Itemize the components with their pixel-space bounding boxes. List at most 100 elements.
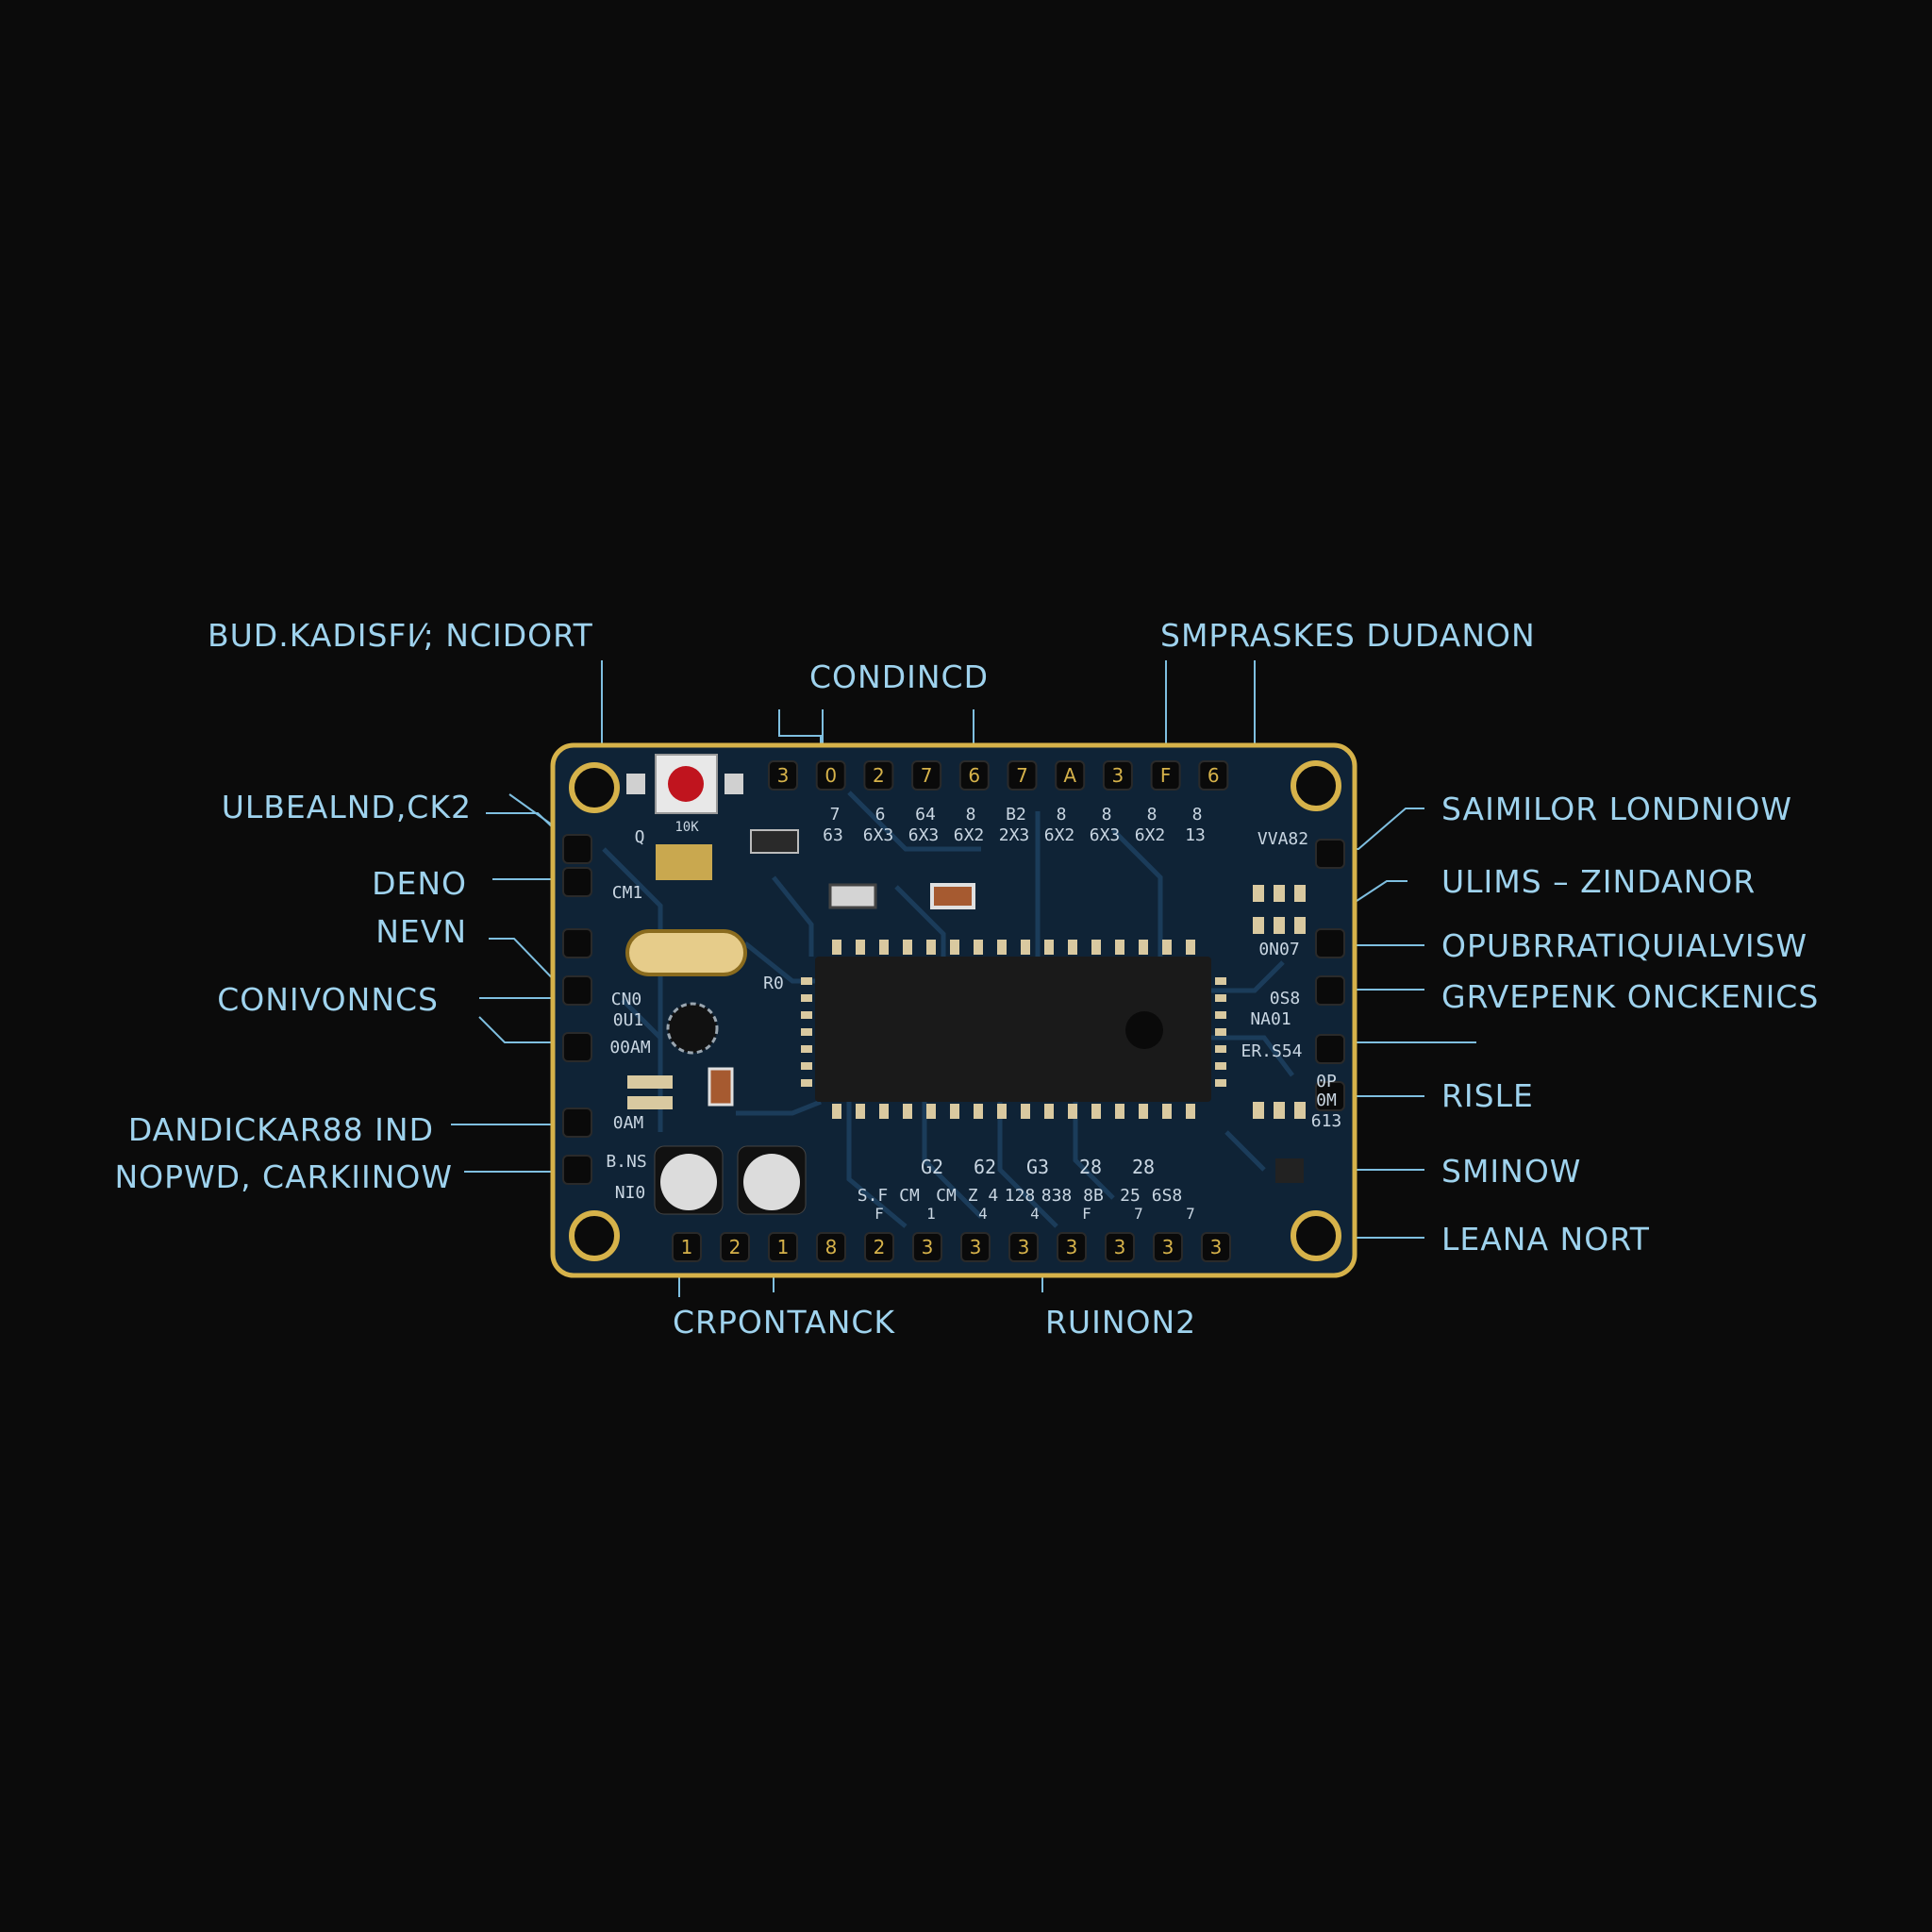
smd-array-upper [1294, 917, 1306, 934]
mounting-hole-bottom-left [569, 1210, 620, 1261]
smd-array-upper [1274, 917, 1285, 934]
top-pad-0-label: 3 [777, 764, 790, 787]
silk-left: 0U1 [613, 1010, 644, 1030]
chip-pin-left [801, 1045, 812, 1053]
chip-pin-left [801, 994, 812, 1002]
right-pad-3 [1315, 1034, 1345, 1064]
silk-bot3: 4 [978, 1205, 988, 1223]
silk-top1: 8 [1147, 805, 1158, 824]
bottom-pad-5-label: 3 [922, 1236, 934, 1258]
chip-pin-bottom [1068, 1104, 1077, 1119]
top-pad-8-label: F [1160, 764, 1172, 787]
right-pad-1 [1315, 928, 1345, 958]
smd-capacitor-2 [627, 1096, 673, 1109]
chip-pin-bottom [832, 1104, 841, 1119]
silk-top2: 6X3 [1090, 825, 1121, 845]
led-white-1-lens [660, 1154, 717, 1210]
chip-pin-top [1091, 940, 1101, 955]
top-pad-1-label: 0 [824, 764, 837, 787]
silk-left: 0AM [613, 1113, 644, 1133]
silk-top2: 6X3 [908, 825, 940, 845]
silk-right: 0S8 [1270, 989, 1301, 1008]
trace-6 [997, 1102, 1058, 1228]
chip-pin-left [801, 1062, 812, 1070]
silk-bot1: G2 [921, 1156, 943, 1178]
mounting-hole-bottom-right [1291, 1210, 1341, 1261]
chip-pin-bottom [856, 1104, 865, 1119]
silk-bot2: 838 [1041, 1186, 1073, 1206]
smd-capacitor-1 [627, 1075, 673, 1089]
chip-pin-right [1215, 1011, 1226, 1019]
bottom-pad-4 [864, 1232, 894, 1262]
silk-right: ER.S54 [1241, 1041, 1302, 1061]
label-bottom-1: CRPONTANCK [673, 1304, 896, 1341]
silk-bot2: 8B [1083, 1186, 1104, 1206]
leader-left-3 [489, 938, 565, 991]
silk-top1: 8 [966, 805, 976, 824]
top-pad-3-label: 7 [921, 764, 933, 787]
silk-left: CM1 [612, 883, 643, 903]
silk-top2: 6X2 [1044, 825, 1075, 845]
silk-top1: 64 [915, 805, 936, 824]
left-header-pads [562, 834, 592, 1185]
chip-pin-top [879, 940, 889, 955]
chip-pin-bottom [1021, 1104, 1030, 1119]
bottom-pad-4-label: 2 [874, 1236, 886, 1258]
silk-bot2: S.F [858, 1186, 889, 1206]
pcb-traces [602, 791, 1294, 1228]
silk-top1: 6 [875, 805, 886, 824]
chip-pin1-dot [1125, 1011, 1163, 1049]
top-pad-7 [1102, 760, 1133, 791]
trace-9 [1211, 1035, 1294, 1077]
chip-pin-top [832, 940, 841, 955]
voltage-regulator [656, 844, 712, 880]
chip-pin-top [1162, 940, 1172, 955]
silk-bot3: 4 [1030, 1205, 1040, 1223]
label-left-6: NOPWD, CARKIINOW [114, 1158, 453, 1195]
chip-pin-top [950, 940, 959, 955]
label-left-1: ULBEALND,CK2 [221, 789, 472, 825]
top-pad-9-label: 6 [1208, 764, 1220, 787]
bottom-pad-6-label: 3 [970, 1236, 982, 1258]
smd-array-upper [1253, 917, 1264, 934]
chip-pin-left [801, 1079, 812, 1087]
silk-top1: 8 [1192, 805, 1203, 824]
label-right-2: ULIMS – ZINDANOR [1441, 863, 1757, 900]
chip-pin-top [1115, 940, 1124, 955]
chip-pin-left [801, 977, 812, 985]
microcontroller-chip [815, 957, 1211, 1102]
silk-left: Q [635, 827, 645, 847]
label-right-1: SAIMILOR LONDNIOW [1441, 791, 1792, 827]
silk-top1: 7 [830, 805, 841, 824]
bottom-pad-8 [1057, 1232, 1087, 1262]
silk-top2: 6X2 [1135, 825, 1166, 845]
top-pad-4-label: 6 [968, 764, 980, 787]
trace-5 [922, 1102, 983, 1219]
silk-right: 613 [1311, 1111, 1342, 1131]
chip-pin-top [1139, 940, 1148, 955]
bottom-pad-7-label: 3 [1018, 1236, 1030, 1258]
top-pad-5-label: 7 [1016, 764, 1028, 787]
bottom-pad-7 [1008, 1232, 1039, 1262]
silk-bot2: 6S8 [1152, 1186, 1183, 1206]
label-left-4: CONIVONNCS [217, 981, 439, 1018]
bottom-pad-6 [960, 1232, 991, 1262]
top-pad-6-label: A [1063, 764, 1076, 787]
bottom-pad-0-label: 1 [681, 1236, 693, 1258]
silk-bot2: CM [899, 1186, 920, 1206]
chip-pin-bottom [879, 1104, 889, 1119]
chip-pin-right [1215, 1028, 1226, 1036]
tantalum-capacitor [708, 1067, 734, 1107]
chip-pin-right [1215, 977, 1226, 985]
chip-pin-right [1215, 1079, 1226, 1087]
top-pad-2 [863, 760, 894, 791]
chip-pin-bottom [903, 1104, 912, 1119]
chip-pin-top [1186, 940, 1195, 955]
small-ic-right [1275, 1158, 1304, 1183]
silk-bot2: 25 [1120, 1186, 1141, 1206]
trace-1 [772, 875, 814, 957]
chip-pin-bottom [1186, 1104, 1195, 1119]
trace-10 [894, 885, 946, 957]
silk-reset: 10K [675, 820, 699, 835]
